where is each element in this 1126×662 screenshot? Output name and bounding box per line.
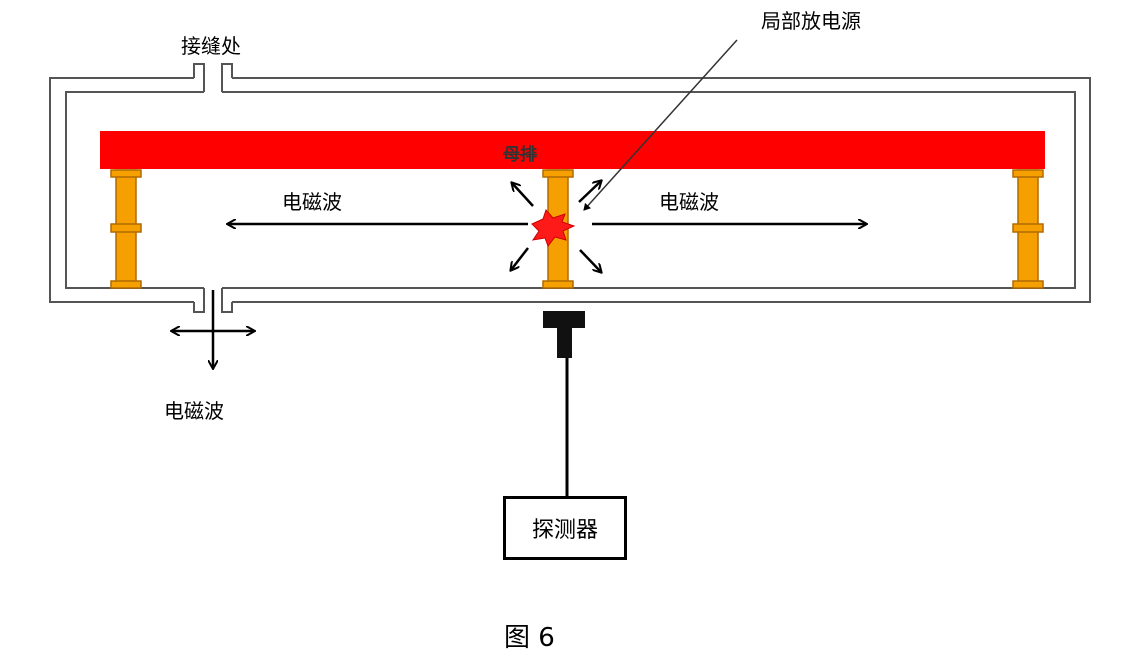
detector-box: 探测器 — [503, 496, 627, 560]
em-wave-right-label: 电磁波 — [659, 190, 719, 214]
joint-label: 接缝处 — [181, 34, 241, 58]
joint-flange-top-right — [221, 63, 233, 92]
radial-arrow-lr — [579, 249, 601, 272]
enclosure — [49, 63, 1091, 313]
enclosure-outer-right — [232, 77, 1091, 303]
detector-label: 探测器 — [531, 518, 598, 543]
pd-source-label: 局部放电源 — [761, 9, 861, 33]
busbar — [100, 131, 1045, 169]
joint-flange-bottom-right — [221, 288, 233, 313]
insulator-right — [1012, 169, 1044, 289]
joint-flange-top-left — [193, 63, 205, 92]
insulator-left — [110, 169, 142, 289]
pd-source-pointer — [583, 39, 738, 211]
em-wave-joint-label: 电磁波 — [164, 399, 224, 423]
joint-flange-bottom-left — [193, 288, 205, 313]
discharge-source-icon — [531, 209, 576, 248]
sensor-icon — [543, 311, 585, 358]
figure-caption: 图 6 — [504, 623, 555, 653]
joint-em-arrows — [172, 290, 254, 368]
enclosure-inner-right — [222, 91, 1076, 289]
radial-arrow-ll — [511, 247, 529, 270]
insulator-center — [542, 169, 574, 289]
radial-arrows — [511, 181, 601, 272]
radial-arrow-ul — [512, 183, 534, 207]
radial-arrow-ur — [578, 181, 601, 203]
em-wave-left-label: 电磁波 — [282, 190, 342, 214]
busbar-label: 母排 — [503, 145, 537, 165]
enclosure-outer-left — [49, 77, 194, 303]
